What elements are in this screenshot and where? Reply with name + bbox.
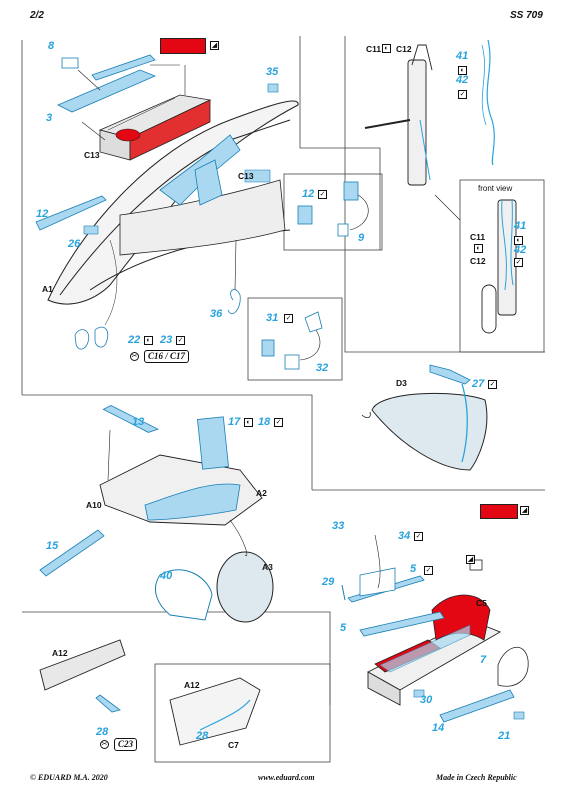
fold-symbol-icon: ✓ xyxy=(274,418,283,427)
fold-symbol-icon: ✓ xyxy=(424,566,433,575)
seat-drawing xyxy=(364,39,517,334)
part-number: 3 xyxy=(46,112,53,124)
part-number: 41 xyxy=(456,50,469,62)
part-number: 5 xyxy=(410,563,417,575)
part-number: 27 xyxy=(472,378,485,390)
part-label: C13 xyxy=(84,150,100,160)
part-label: C7 xyxy=(228,740,239,750)
d3-panel-drawing xyxy=(361,364,488,471)
part-label: A2 xyxy=(256,488,267,498)
part-number: 12 xyxy=(36,208,49,220)
red-paint-swatch xyxy=(480,504,518,519)
part-label: C11 xyxy=(366,44,382,54)
bend-symbol-icon: ◢ xyxy=(210,41,219,50)
part-number: 18 xyxy=(258,416,271,428)
part-label: C13 xyxy=(238,171,254,181)
part-label: D3 xyxy=(396,378,407,388)
part-number: 17 xyxy=(228,416,241,428)
rotate-symbol-icon: ◐ xyxy=(382,44,391,53)
part-number: 26 xyxy=(68,238,81,250)
part-number: 31 xyxy=(266,312,279,324)
part-number: 33 xyxy=(332,520,345,532)
rotate-symbol-icon: ◐ xyxy=(144,336,153,345)
part-number: 13 xyxy=(132,416,145,428)
fold-symbol-icon: ✓ xyxy=(488,380,497,389)
part-number: 21 xyxy=(498,730,511,742)
copyright-text: © EDUARD M.A. 2020 xyxy=(30,773,108,782)
rotate-symbol-icon: ◐ xyxy=(458,66,467,75)
part-number: 34 xyxy=(398,530,411,542)
part-number: 28 xyxy=(196,730,209,742)
part-number: 36 xyxy=(210,308,223,320)
red-paint-swatch xyxy=(160,38,206,54)
website-text: www.eduard.com xyxy=(258,773,315,782)
part-number: 8 xyxy=(48,40,55,52)
fold-symbol-icon: ✓ xyxy=(176,336,185,345)
part-number: 5 xyxy=(340,622,347,634)
part-label: A10 xyxy=(86,500,102,510)
part-label: A12 xyxy=(184,680,200,690)
console-drawing xyxy=(341,534,529,723)
fold-symbol-icon: ✓ xyxy=(458,90,467,99)
part-number: 42 xyxy=(456,74,469,86)
part-number: 32 xyxy=(316,362,329,374)
bend-symbol-icon: ◢ xyxy=(466,555,475,564)
fold-symbol-icon: ✓ xyxy=(514,258,523,267)
fold-symbol-icon: ✓ xyxy=(318,190,327,199)
reference-part-box: C16 / C17 xyxy=(144,350,190,363)
part-number: 7 xyxy=(480,654,487,666)
part-label: C11 xyxy=(470,232,486,242)
part-number: 30 xyxy=(420,694,433,706)
fold-symbol-icon: ✓ xyxy=(284,314,293,323)
canopy-assembly-drawing xyxy=(35,54,369,370)
part-number: 14 xyxy=(432,722,445,734)
remove-part-icon: ✂ xyxy=(100,740,109,749)
remove-part-icon: ✂ xyxy=(130,352,139,361)
side-panel-drawing xyxy=(39,639,261,746)
part-number: 23 xyxy=(160,334,173,346)
product-code: SS 709 xyxy=(510,10,543,21)
part-label: C12 xyxy=(396,44,412,54)
part-label: C12 xyxy=(470,256,486,266)
part-number: 9 xyxy=(358,232,365,244)
reference-part-box: C23 xyxy=(114,738,138,751)
fold-symbol-icon: ✓ xyxy=(414,532,423,541)
origin-text: Made in Czech Republic xyxy=(436,773,517,782)
rotate-symbol-icon: ◐ xyxy=(244,418,253,427)
part-number: 15 xyxy=(46,540,59,552)
rotate-symbol-icon: ◐ xyxy=(514,236,523,245)
part-number: 41 xyxy=(514,220,527,232)
part-number: 22 xyxy=(128,334,141,346)
bend-symbol-icon: ◢ xyxy=(520,506,529,515)
rotate-symbol-icon: ◐ xyxy=(474,244,483,253)
floor-drawing xyxy=(39,405,274,623)
part-label: A1 xyxy=(42,284,53,294)
part-label: A3 xyxy=(262,562,273,572)
part-number: 35 xyxy=(266,66,279,78)
part-number: 12 xyxy=(302,188,315,200)
part-number: 40 xyxy=(160,570,173,582)
part-label: C5 xyxy=(476,598,487,608)
part-number: 42 xyxy=(514,244,527,256)
part-number: 28 xyxy=(96,726,109,738)
part-number: 29 xyxy=(322,576,335,588)
view-caption: front view xyxy=(478,184,513,193)
page-number: 2/2 xyxy=(30,10,44,21)
part-label: A12 xyxy=(52,648,68,658)
